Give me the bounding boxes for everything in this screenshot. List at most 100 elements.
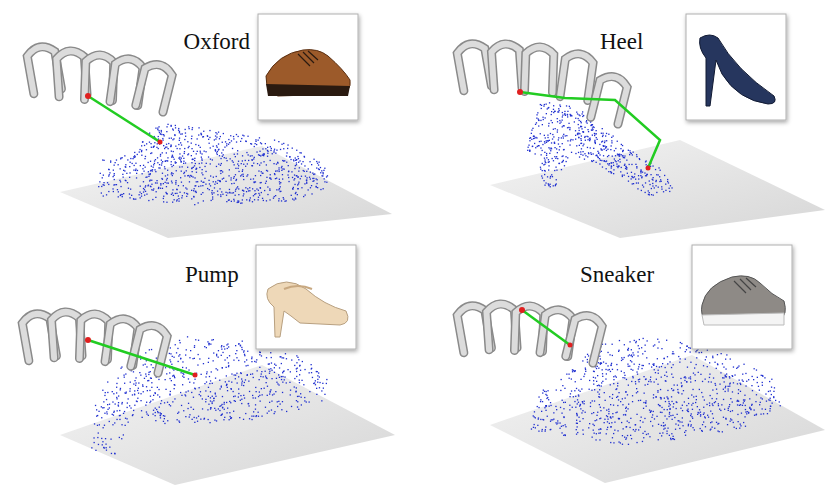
point	[256, 415, 257, 416]
point	[194, 185, 195, 186]
point	[113, 176, 114, 177]
point	[167, 160, 168, 161]
point	[114, 184, 115, 185]
point	[194, 177, 195, 178]
point	[252, 395, 253, 396]
point	[274, 196, 275, 197]
point	[188, 403, 189, 404]
point	[246, 176, 247, 177]
point	[538, 145, 539, 146]
point	[248, 160, 249, 161]
point	[628, 176, 629, 177]
point	[326, 383, 327, 384]
point	[261, 171, 262, 172]
point	[280, 191, 281, 192]
point	[225, 141, 226, 142]
point	[133, 410, 134, 411]
point	[178, 185, 179, 186]
point	[183, 410, 184, 411]
point	[200, 391, 201, 392]
point	[158, 130, 159, 131]
point	[157, 128, 158, 129]
point	[275, 365, 276, 366]
point	[656, 174, 657, 175]
point	[636, 156, 637, 157]
point	[263, 155, 264, 156]
point	[296, 150, 297, 151]
point	[178, 198, 179, 199]
point	[543, 180, 544, 181]
point-cloud	[527, 102, 673, 196]
point	[276, 164, 277, 165]
point	[258, 170, 259, 171]
point	[163, 421, 164, 422]
point	[298, 182, 299, 183]
point	[655, 169, 656, 170]
point	[175, 193, 176, 194]
point	[599, 158, 600, 159]
point	[222, 194, 223, 195]
point	[570, 108, 571, 109]
point	[265, 143, 266, 144]
point	[578, 127, 579, 128]
point	[611, 172, 612, 173]
point	[202, 182, 203, 183]
point	[648, 194, 649, 195]
point	[324, 394, 325, 395]
point	[171, 151, 172, 152]
point	[235, 189, 236, 190]
point	[244, 355, 245, 356]
point	[562, 136, 563, 137]
point	[316, 186, 317, 187]
point	[165, 367, 166, 368]
point	[540, 104, 541, 105]
point	[146, 149, 147, 150]
point	[251, 143, 252, 144]
gripper	[491, 43, 522, 90]
point	[107, 392, 108, 393]
point	[273, 152, 274, 153]
point	[567, 116, 568, 117]
point	[326, 176, 327, 177]
point	[160, 184, 161, 185]
point	[574, 121, 575, 122]
point	[213, 339, 214, 340]
point	[269, 188, 270, 189]
point	[130, 189, 131, 190]
point	[297, 156, 298, 157]
point	[621, 144, 622, 145]
point	[241, 399, 242, 400]
point	[274, 411, 275, 412]
point	[135, 199, 136, 200]
point	[208, 344, 209, 345]
point	[222, 367, 223, 368]
point	[296, 362, 297, 363]
point	[230, 179, 231, 180]
point	[203, 131, 204, 132]
point	[306, 182, 307, 183]
point	[178, 130, 179, 131]
point	[260, 188, 261, 189]
point	[158, 136, 159, 137]
point	[215, 135, 216, 136]
point	[173, 357, 174, 358]
point	[316, 183, 317, 184]
point	[148, 380, 149, 381]
point	[276, 178, 277, 179]
point	[173, 195, 174, 196]
point	[651, 188, 652, 189]
point	[97, 437, 98, 438]
point	[134, 390, 135, 391]
point	[529, 150, 530, 151]
point	[114, 173, 115, 174]
point	[582, 155, 583, 156]
point	[656, 180, 657, 181]
point	[572, 139, 573, 140]
point	[562, 115, 563, 116]
point	[233, 178, 234, 179]
point	[584, 137, 585, 138]
point	[213, 352, 214, 353]
point	[651, 194, 652, 195]
point	[544, 185, 545, 186]
point	[542, 117, 543, 118]
